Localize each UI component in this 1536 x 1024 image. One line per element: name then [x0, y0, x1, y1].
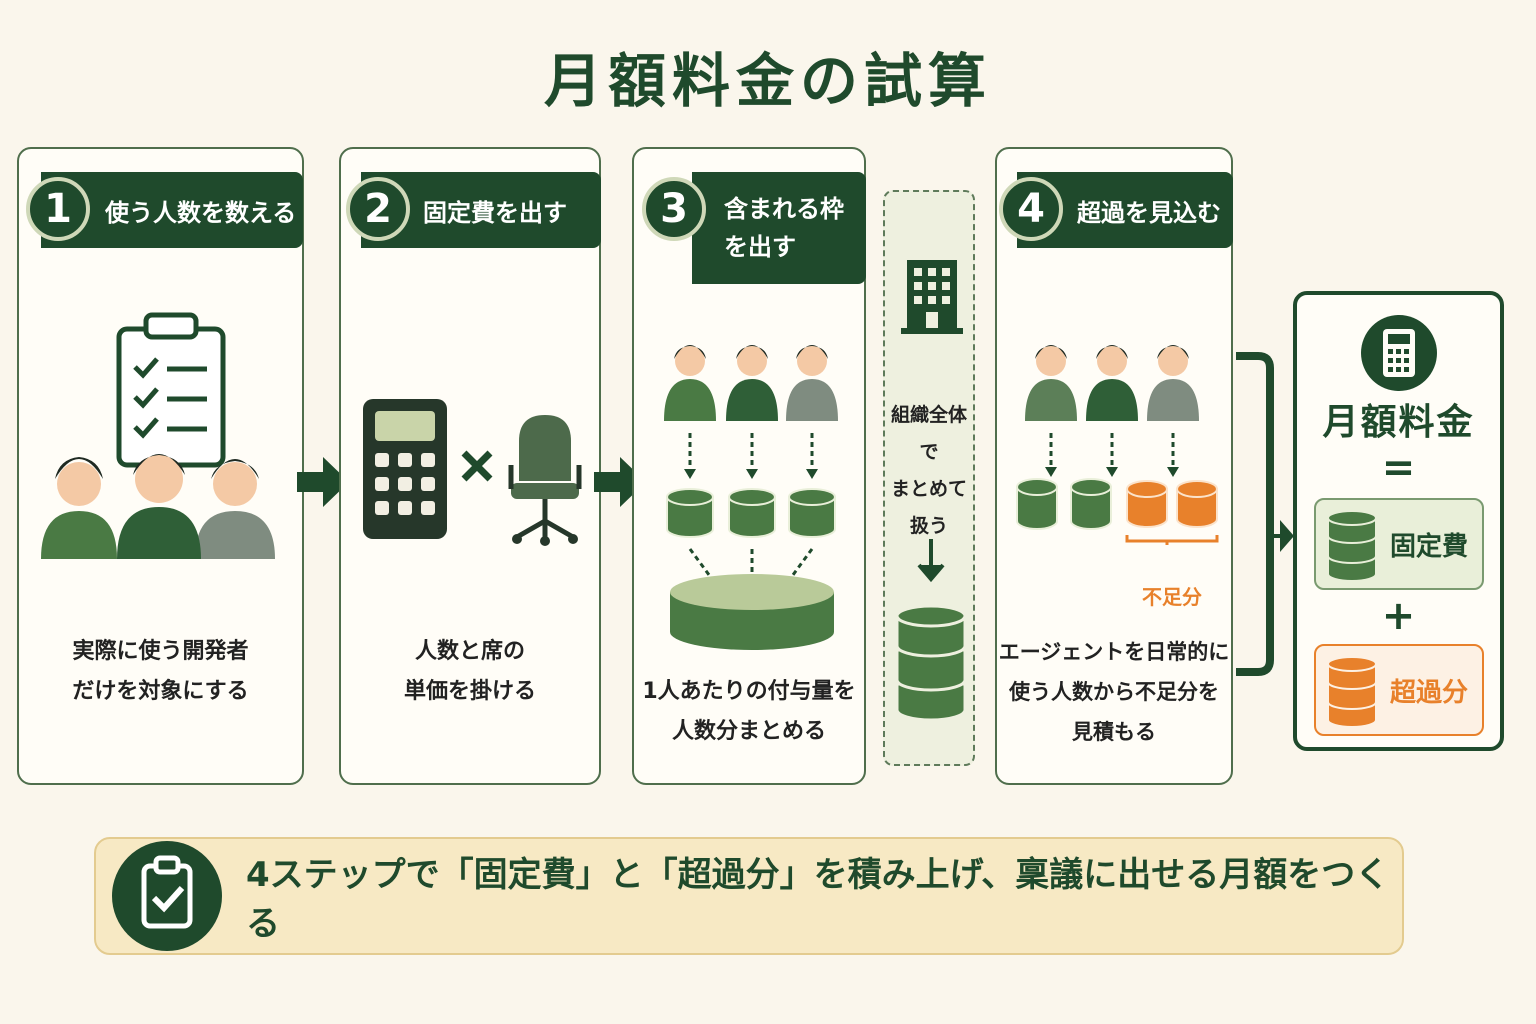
- team-checklist-icon: [41, 312, 275, 559]
- step-4-heading: 超過を見込む: [1077, 198, 1221, 227]
- org-note-line3: 扱う: [909, 515, 948, 537]
- building-icon: [901, 260, 963, 334]
- step-3-caption-line1: 1人あたりの付与量を: [642, 679, 856, 704]
- step-1-number: 1: [26, 177, 90, 241]
- step-2-number: 2: [346, 177, 410, 241]
- arrow-right-icon: [297, 457, 349, 507]
- step-3-heading-line1: 含まれる枠: [724, 195, 844, 223]
- step-3-header: 含まれる枠 を出す: [692, 172, 866, 284]
- shortfall-label: 不足分: [1142, 585, 1202, 609]
- step-4-caption-line1: エージェントを日常的に: [998, 640, 1230, 664]
- step-2-card: 固定費を出す 2 人数と席の 単価を掛ける: [339, 147, 601, 785]
- overage-estimate-icon: [1016, 345, 1219, 545]
- step-1-card: 使う人数を数える 1 実際に使う開発者 だけを対象にする: [17, 147, 304, 785]
- overage-label: 超過分: [1390, 677, 1469, 708]
- org-wide-panel: 組織全体で まとめて 扱う: [883, 190, 975, 766]
- fixed-cost-box: 固定費: [1314, 498, 1484, 590]
- overage-box: 超過分: [1314, 644, 1484, 736]
- step-4-caption-line2: 使う人数から不足分を: [1009, 680, 1219, 704]
- equals-sign: =: [1381, 445, 1416, 491]
- bracket-arrow-icon: [1236, 352, 1294, 676]
- database-icon: [1327, 510, 1377, 582]
- step-3-heading-line2: を出す: [724, 233, 796, 261]
- monthly-fee-result: 月額料金 = 固定費 + 超過分: [1293, 291, 1504, 751]
- step-3-number: 3: [642, 177, 706, 241]
- org-note-line1: 組織全体で: [890, 404, 967, 463]
- page-title: 月額料金の試算: [543, 47, 992, 115]
- step-4-card: 超過を見込む 4 不足分 エージェントを日常的に 使う人数から不足分を 見積もる: [995, 147, 1233, 785]
- step-2-caption-line2: 単価を掛ける: [403, 679, 536, 704]
- calculator-icon: [1361, 315, 1437, 391]
- step-1-caption-line2: だけを対象にする: [72, 679, 249, 704]
- database-icon: [895, 604, 967, 722]
- step-2-caption-line1: 人数と席の: [414, 639, 525, 664]
- pooled-quota-icon: [664, 345, 838, 650]
- step-4-caption-line3: 見積もる: [1072, 720, 1156, 744]
- summary-text: 4ステップで「固定費」と「超過分」を積み上げ、稟議に出せる月額をつくる: [246, 855, 1390, 944]
- org-note-line2: まとめて: [890, 478, 967, 500]
- fixed-cost-label: 固定費: [1390, 531, 1469, 562]
- step-1-heading: 使う人数を数える: [105, 198, 297, 227]
- summary-banner: 4ステップで「固定費」と「超過分」を積み上げ、稟議に出せる月額をつくる: [94, 837, 1404, 955]
- calculator-icon: [363, 399, 582, 546]
- result-title: 月額料金: [1322, 402, 1475, 443]
- step-2-heading: 固定費を出す: [423, 198, 567, 227]
- arrow-down-icon: [917, 539, 945, 583]
- database-icon: [1327, 656, 1377, 728]
- clipboard-check-icon: [112, 841, 222, 951]
- plus-sign: +: [1381, 593, 1416, 639]
- step-1-caption-line1: 実際に使う開発者: [72, 639, 249, 664]
- step-3-caption-line2: 人数分まとめる: [671, 719, 826, 744]
- step-4-number: 4: [999, 177, 1063, 241]
- step-3-card: 含まれる枠 を出す 3 1人あたりの付与量を 人数分まとめる: [632, 147, 866, 785]
